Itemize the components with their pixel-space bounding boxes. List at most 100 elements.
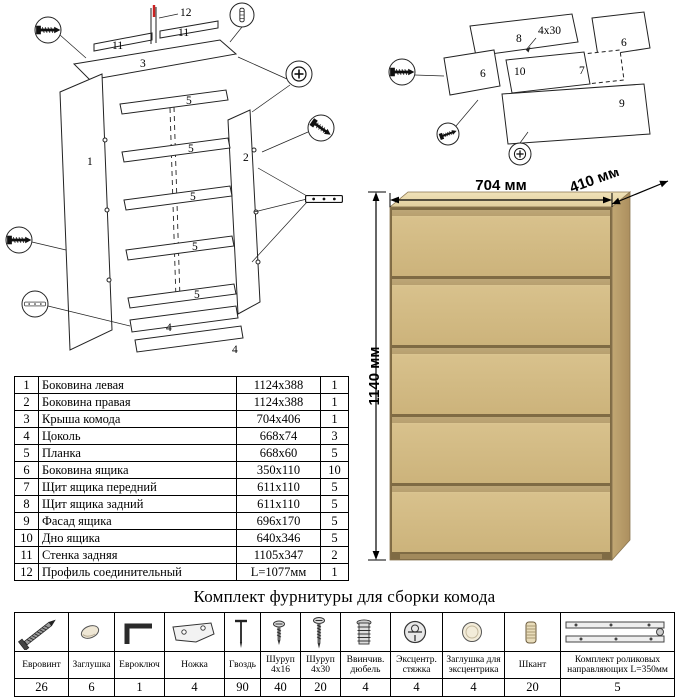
slat: [121, 137, 231, 163]
parts-table-row: 1 Боковина левая 1124x388 1: [14, 376, 349, 394]
cap-icon: [80, 625, 100, 639]
slat: [123, 185, 233, 211]
left-side-panel: [59, 73, 113, 351]
width-label: 704 мм: [475, 177, 526, 194]
hardware-qty: 90: [224, 678, 261, 697]
part-label-12: 12: [180, 7, 192, 19]
hardware-name: Ввинчив. дюбель: [340, 651, 391, 679]
part-number: 10: [14, 529, 39, 547]
hardware-qty: 6: [68, 678, 115, 697]
part-name: Боковина правая: [38, 393, 237, 411]
slat: [119, 89, 229, 115]
parts-table-row: 3 Крыша комода 704x406 1: [14, 410, 349, 428]
part-label-11: 11: [112, 40, 123, 52]
top-panel: [72, 39, 238, 81]
part-number: 2: [14, 393, 39, 411]
part-number: 7: [14, 478, 39, 496]
part-label-3: 3: [140, 58, 146, 70]
part-qty: 5: [320, 512, 349, 530]
hardware-qty: 4: [390, 678, 443, 697]
part-label-1: 1: [87, 156, 93, 168]
parts-table-row: 2 Боковина правая 1124x388 1: [14, 393, 349, 411]
hardware-qty: 4: [442, 678, 505, 697]
part-label-2: 2: [243, 152, 249, 164]
part-size: 611x110: [236, 478, 321, 496]
part-label-5: 5: [190, 191, 196, 203]
hardware-name: Евроключ: [114, 651, 165, 679]
part-qty: 1: [320, 410, 349, 428]
cam-cap-icon: [462, 622, 482, 642]
part-qty: 10: [320, 461, 349, 479]
hardware-qty: 26: [14, 678, 69, 697]
confirmat-screw-icon: [17, 619, 56, 650]
parts-table-row: 12 Профиль соединительный L=1077мм 1: [14, 563, 349, 581]
hardware-qty: 4: [340, 678, 391, 697]
part-size: 668x74: [236, 427, 321, 445]
part-size: 611x110: [236, 495, 321, 513]
bracket-icon: [24, 301, 46, 307]
hardware-table: Евровинт Заглушка Евроключ Ножка Гвоздь …: [14, 612, 675, 697]
hardware-qty: 20: [300, 678, 341, 697]
hardware-name: Заглушка для эксцентрика: [442, 651, 505, 679]
part-size: 696x170: [236, 512, 321, 530]
hardware-qty: 40: [260, 678, 301, 697]
plinth-panel: [134, 325, 244, 353]
part-qty: 5: [320, 529, 349, 547]
cam-lock-icon: [403, 620, 427, 644]
part-size: L=1077мм: [236, 563, 321, 581]
drawer-side-board: [443, 49, 501, 96]
screw-size-note: 4x30: [538, 25, 561, 37]
screw-4x30-icon: [313, 617, 325, 649]
screw-4x16-icon: [273, 620, 285, 645]
part-name: Профиль соединительный: [38, 563, 237, 581]
drawer-side-board: [591, 11, 651, 57]
part-size: 640x346: [236, 529, 321, 547]
hardware-name: Евровинт: [14, 651, 69, 679]
part-number: 1: [14, 376, 39, 394]
height-dimension: [368, 191, 386, 561]
parts-table-row: 11 Стенка задняя 1105x347 2: [14, 546, 349, 564]
part-name: Стенка задняя: [38, 546, 237, 564]
part-label-5: 5: [194, 289, 200, 301]
hardware-name: Шуруп 4х16: [260, 651, 301, 679]
hardware-qty: 5: [560, 678, 675, 697]
part-size: 350x110: [236, 461, 321, 479]
part-name: Цоколь: [38, 427, 237, 445]
back-panel-right: [159, 20, 219, 39]
part-qty: 1: [320, 376, 349, 394]
part-name: Дно ящика: [38, 529, 237, 547]
right-side-panel: [227, 109, 261, 315]
part-qty: 5: [320, 495, 349, 513]
dresser-drawers: [392, 210, 610, 559]
frame-exploded-diagram: 12 11 11 3 1 2 5 5 5 5 5 4 4: [5, 2, 343, 356]
nail-icon: [235, 619, 247, 648]
wood-dowel-icon: [239, 7, 245, 23]
part-size: 1124x388: [236, 376, 321, 394]
part-name: Планка: [38, 444, 237, 462]
part-size: 668x60: [236, 444, 321, 462]
dresser-side: [611, 191, 631, 562]
parts-table-row: 9 Фасад ящика 696x170 5: [14, 512, 349, 530]
wood-dowel-icon: [525, 621, 537, 644]
part-label-4: 4: [166, 322, 172, 334]
hardware-name: Шкант: [504, 651, 561, 679]
plinth-panel: [129, 305, 239, 333]
part-label-4: 4: [232, 344, 238, 356]
hardware-name: Комплект роликовых направляющих L=350мм: [560, 651, 675, 679]
hardware-kit-title: Комплект фурнитуры для сборки комода: [193, 587, 496, 606]
parts-table-row: 4 Цоколь 668x74 3: [14, 427, 349, 445]
furniture-leg-icon: [172, 622, 215, 643]
hex-key-icon: [124, 623, 152, 644]
part-name: Щит ящика задний: [38, 495, 237, 513]
part-label-8: 8: [516, 33, 522, 45]
drawer-fascia: [501, 83, 651, 145]
height-label: 1140 мм: [366, 347, 383, 406]
parts-table-row: 7 Щит ящика передний 611x110 5: [14, 478, 349, 496]
part-size: 1124x388: [236, 393, 321, 411]
part-size: 704x406: [236, 410, 321, 428]
part-label-5: 5: [188, 143, 194, 155]
part-number: 4: [14, 427, 39, 445]
part-number: 9: [14, 512, 39, 530]
drawer-slide-icon: [305, 194, 343, 204]
